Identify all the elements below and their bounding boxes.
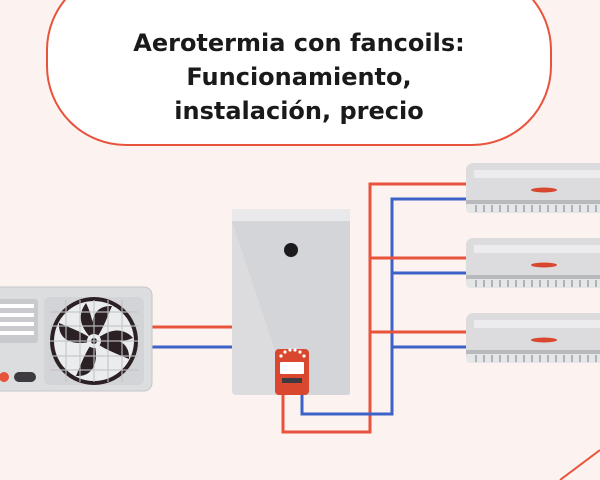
status-led-icon <box>0 372 9 382</box>
fancoil-3 <box>466 313 600 363</box>
module-port-icon <box>284 243 298 257</box>
page-title: Aerotermia con fancoils: Funcionamiento,… <box>46 26 552 128</box>
fancoil-led-icon <box>531 187 557 193</box>
pipes <box>150 182 468 434</box>
fancoil-led-icon <box>531 262 557 268</box>
control-slot <box>14 372 36 382</box>
fancoil-1 <box>466 163 600 213</box>
pipe-red-bottom <box>281 182 468 434</box>
controller-panel <box>275 348 309 395</box>
fancoil-2 <box>466 238 600 288</box>
title-line-3: instalación, precio <box>174 97 424 125</box>
fan-icon <box>44 297 144 385</box>
pipe-blue-bottom <box>300 197 468 416</box>
hydraulic-module <box>232 209 350 395</box>
outdoor-heat-pump <box>0 286 153 392</box>
title-line-2: Funcionamiento, <box>186 63 412 91</box>
title-line-1: Aerotermia con fancoils: <box>133 29 465 57</box>
fancoil-led-icon <box>531 337 557 343</box>
title-banner <box>46 0 552 146</box>
vent-panel <box>0 299 38 343</box>
decor-corner-line <box>559 449 600 480</box>
